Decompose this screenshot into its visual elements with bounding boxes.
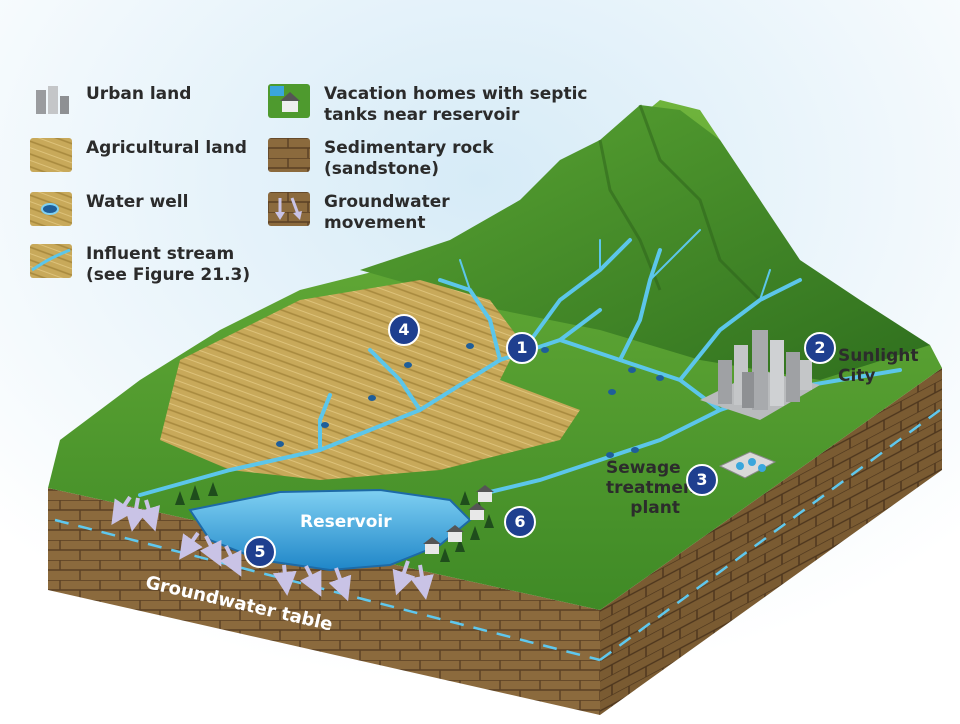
- vacation-homes: [423, 485, 494, 554]
- legend-groundwater-movement: Groundwater movement: [268, 192, 450, 234]
- agricultural-field: [160, 280, 580, 480]
- marker-5: 5: [244, 536, 276, 568]
- legend-agricultural-land: Agricultural land: [30, 138, 247, 172]
- legend-label-water-well: Water well: [86, 192, 189, 212]
- sunlight-city-label: Sunlight City: [838, 346, 919, 386]
- marker-2: 2: [804, 332, 836, 364]
- agricultural-land-icon: [30, 138, 72, 172]
- marker-1: 1: [506, 332, 538, 364]
- groundwater-movement-icon: [268, 192, 310, 226]
- legend-water-well: Water well: [30, 192, 188, 226]
- legend-influent-stream: Influent stream (see Figure 21.3): [30, 244, 250, 286]
- mountain: [360, 105, 930, 380]
- sedimentary-rock-icon: [268, 138, 310, 172]
- sewage-plant: [718, 451, 777, 479]
- vacation-homes-icon: [268, 84, 310, 118]
- legend-label-vacation-homes: Vacation homes with septic tanks near re…: [324, 84, 588, 125]
- city-buildings: [700, 330, 820, 420]
- groundwater-line-front: [54, 518, 601, 662]
- legend-label-urban-land: Urban land: [86, 84, 192, 104]
- legend-sedimentary-rock: Sedimentary rock (sandstone): [268, 138, 494, 180]
- rock-side-face: [600, 368, 942, 715]
- marker-4: 4: [388, 314, 420, 346]
- legend-vacation-homes: Vacation homes with septic tanks near re…: [268, 84, 588, 126]
- marker-3: 3: [686, 464, 718, 496]
- sewage-plant-label: Sewage treatment plant: [606, 458, 704, 518]
- marker-6: 6: [504, 506, 536, 538]
- legend-urban-land: Urban land: [30, 84, 191, 118]
- legend-label-sedimentary-rock: Sedimentary rock (sandstone): [324, 138, 494, 179]
- tree-line: [175, 482, 494, 562]
- groundwater-arrows: [111, 495, 434, 602]
- legend-label-influent-stream: Influent stream (see Figure 21.3): [86, 244, 251, 285]
- legend-label-agricultural-land: Agricultural land: [86, 138, 247, 158]
- reservoir-label: Reservoir: [300, 512, 392, 532]
- water-well-icon: [30, 192, 72, 226]
- urban-land-icon: [30, 84, 72, 118]
- legend-label-groundwater-movement: Groundwater movement: [324, 192, 450, 233]
- water-wells: [276, 343, 664, 458]
- influent-stream-icon: [30, 244, 72, 278]
